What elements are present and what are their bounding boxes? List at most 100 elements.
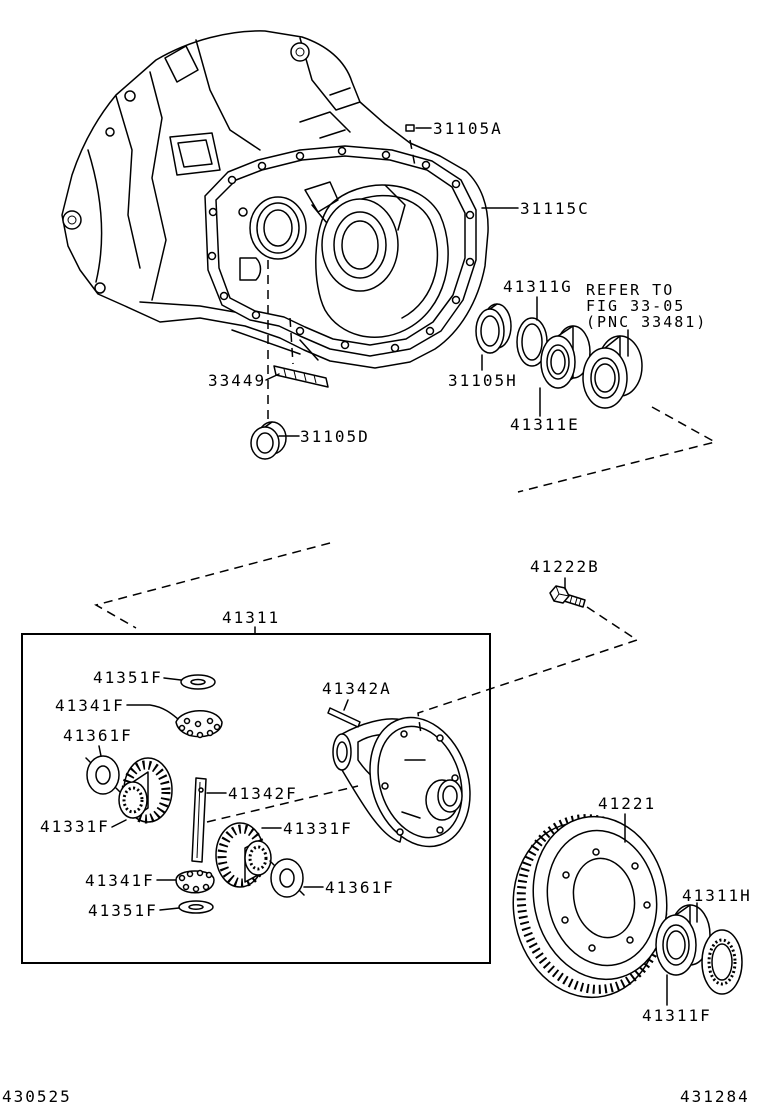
label-41311: 41311 xyxy=(222,608,280,627)
dashed-line-pin xyxy=(409,139,416,167)
leader-41331f-left xyxy=(111,819,127,828)
label-33449: 33449 xyxy=(208,371,266,390)
oil-seal-31105d xyxy=(250,421,287,460)
label-41222b: 41222B xyxy=(530,557,600,576)
housing-bell-seam xyxy=(87,149,103,283)
reference-note-line-3: (PNC 33481) xyxy=(586,313,707,331)
label-41311e: 41311E xyxy=(510,415,580,434)
side-gear-41331f-right xyxy=(215,822,272,888)
bolt-hole xyxy=(295,151,305,161)
pinion-bottom-tooth xyxy=(186,870,194,878)
pinion-top-tooth xyxy=(186,729,194,737)
pinion-bottom-tooth xyxy=(205,871,213,879)
footer-code-right: 431284 xyxy=(680,1087,750,1106)
ring-gear-center-hole xyxy=(572,857,636,939)
thrust-washer-right-tabs xyxy=(269,860,305,896)
dashed-line-shaft-to-case xyxy=(206,785,359,823)
side-gear-41331f-left xyxy=(118,757,173,824)
housing-bolt-holes xyxy=(207,146,475,353)
shim-41311g xyxy=(516,317,548,367)
differential-case xyxy=(332,716,471,848)
pinion-shaft-41342f xyxy=(191,777,207,863)
bolt-hole xyxy=(451,295,461,305)
bolt-hole xyxy=(219,291,229,301)
pinion-top-tooth xyxy=(178,724,186,732)
bolt-41222b-head-edge xyxy=(553,585,570,602)
pinion-gear-41341f-top xyxy=(175,710,223,739)
leader-41351f-top xyxy=(163,677,182,681)
differential-assembly-frame xyxy=(21,633,491,964)
housing-d-shaped-opening xyxy=(239,257,262,281)
label-41342a: 41342A xyxy=(322,679,392,698)
washer-bottom-hole xyxy=(188,904,204,910)
ring-gear-41221 xyxy=(512,814,668,999)
bolt-41222b xyxy=(549,585,586,608)
bolt-hole xyxy=(381,150,391,160)
housing-boss-upper xyxy=(124,90,136,102)
shim-41311h-serration xyxy=(707,938,737,986)
footer-code-left: 430525 xyxy=(2,1087,72,1106)
pinion-top-tooth xyxy=(194,720,202,728)
oil-seal-31105h xyxy=(475,303,512,354)
leader-41341f-top xyxy=(126,704,179,720)
ring-gear-bolt-hole xyxy=(631,862,639,870)
label-41341f-top: 41341F xyxy=(55,696,125,715)
bolt-hole xyxy=(227,175,237,185)
pinion-gear-41341f-bottom xyxy=(175,869,215,894)
label-41361f-left: 41361F xyxy=(63,726,133,745)
label-41341f-bottom: 41341F xyxy=(85,871,155,890)
bolt-41222b-thread xyxy=(569,595,582,607)
bolt-hole xyxy=(207,251,217,261)
ring-gear-bolt-hole xyxy=(562,871,570,879)
housing-boss-left-hole xyxy=(67,215,77,225)
ring-gear-bolt-hole xyxy=(588,944,596,952)
differential-case-flange-rim xyxy=(377,725,463,839)
label-31105a: 31105A xyxy=(433,119,503,138)
pinion-top-tooth xyxy=(196,731,204,739)
shim-41311h-hole xyxy=(711,943,733,981)
housing-bell-rib-2 xyxy=(115,95,141,269)
label-41311f: 41311F xyxy=(642,1006,712,1025)
label-41351f-bottom: 41351F xyxy=(88,901,158,920)
thrust-washer-left-tabs xyxy=(85,757,121,793)
oil-seal-31105d-lip xyxy=(256,432,274,454)
bolt-hole xyxy=(421,160,431,170)
housing-main-bore-inner xyxy=(341,220,379,270)
bolt-hole xyxy=(295,326,305,336)
thrust-washer-41361f-right xyxy=(269,858,305,898)
bearing-41311f xyxy=(655,904,711,976)
bolt-hole xyxy=(337,146,347,156)
bolt-hole xyxy=(465,210,475,220)
label-41351f-top: 41351F xyxy=(93,668,163,687)
ring-gear-inner-rim xyxy=(546,829,658,967)
label-41221: 41221 xyxy=(598,794,656,813)
flange-bolt-hole xyxy=(396,828,404,836)
housing-boss-top xyxy=(290,42,310,62)
bolt-hole xyxy=(340,340,350,350)
pinion-bottom-tooth xyxy=(202,883,210,891)
housing-shaft-bore-inner xyxy=(263,209,293,247)
housing-window-inner xyxy=(177,139,213,168)
bolt-hole xyxy=(251,310,261,320)
dashed-break-line-left xyxy=(94,542,331,629)
pin-41342a xyxy=(327,707,361,728)
label-41331f-right: 41331F xyxy=(283,819,353,838)
bolt-hole xyxy=(425,326,435,336)
housing-flange-inner-edge xyxy=(215,155,466,346)
label-31115c: 31115C xyxy=(520,199,590,218)
housing-cavity-rib xyxy=(384,184,406,231)
flange-bolt-hole xyxy=(400,730,408,738)
housing-boss-left xyxy=(62,210,82,230)
pinion-top-tooth xyxy=(183,717,191,725)
leader-33449 xyxy=(265,373,280,381)
bolt-hole xyxy=(451,179,461,189)
housing-window xyxy=(169,132,221,176)
bolt-hole xyxy=(257,161,267,171)
pinion-bottom-tooth xyxy=(192,885,200,893)
shim-41311g-inner xyxy=(521,323,543,361)
bolt-hole xyxy=(465,257,475,267)
label-41311g: 41311G xyxy=(503,277,573,296)
bearing-41311f-bore xyxy=(666,930,686,960)
thrust-washer-41361f-left xyxy=(85,755,121,795)
